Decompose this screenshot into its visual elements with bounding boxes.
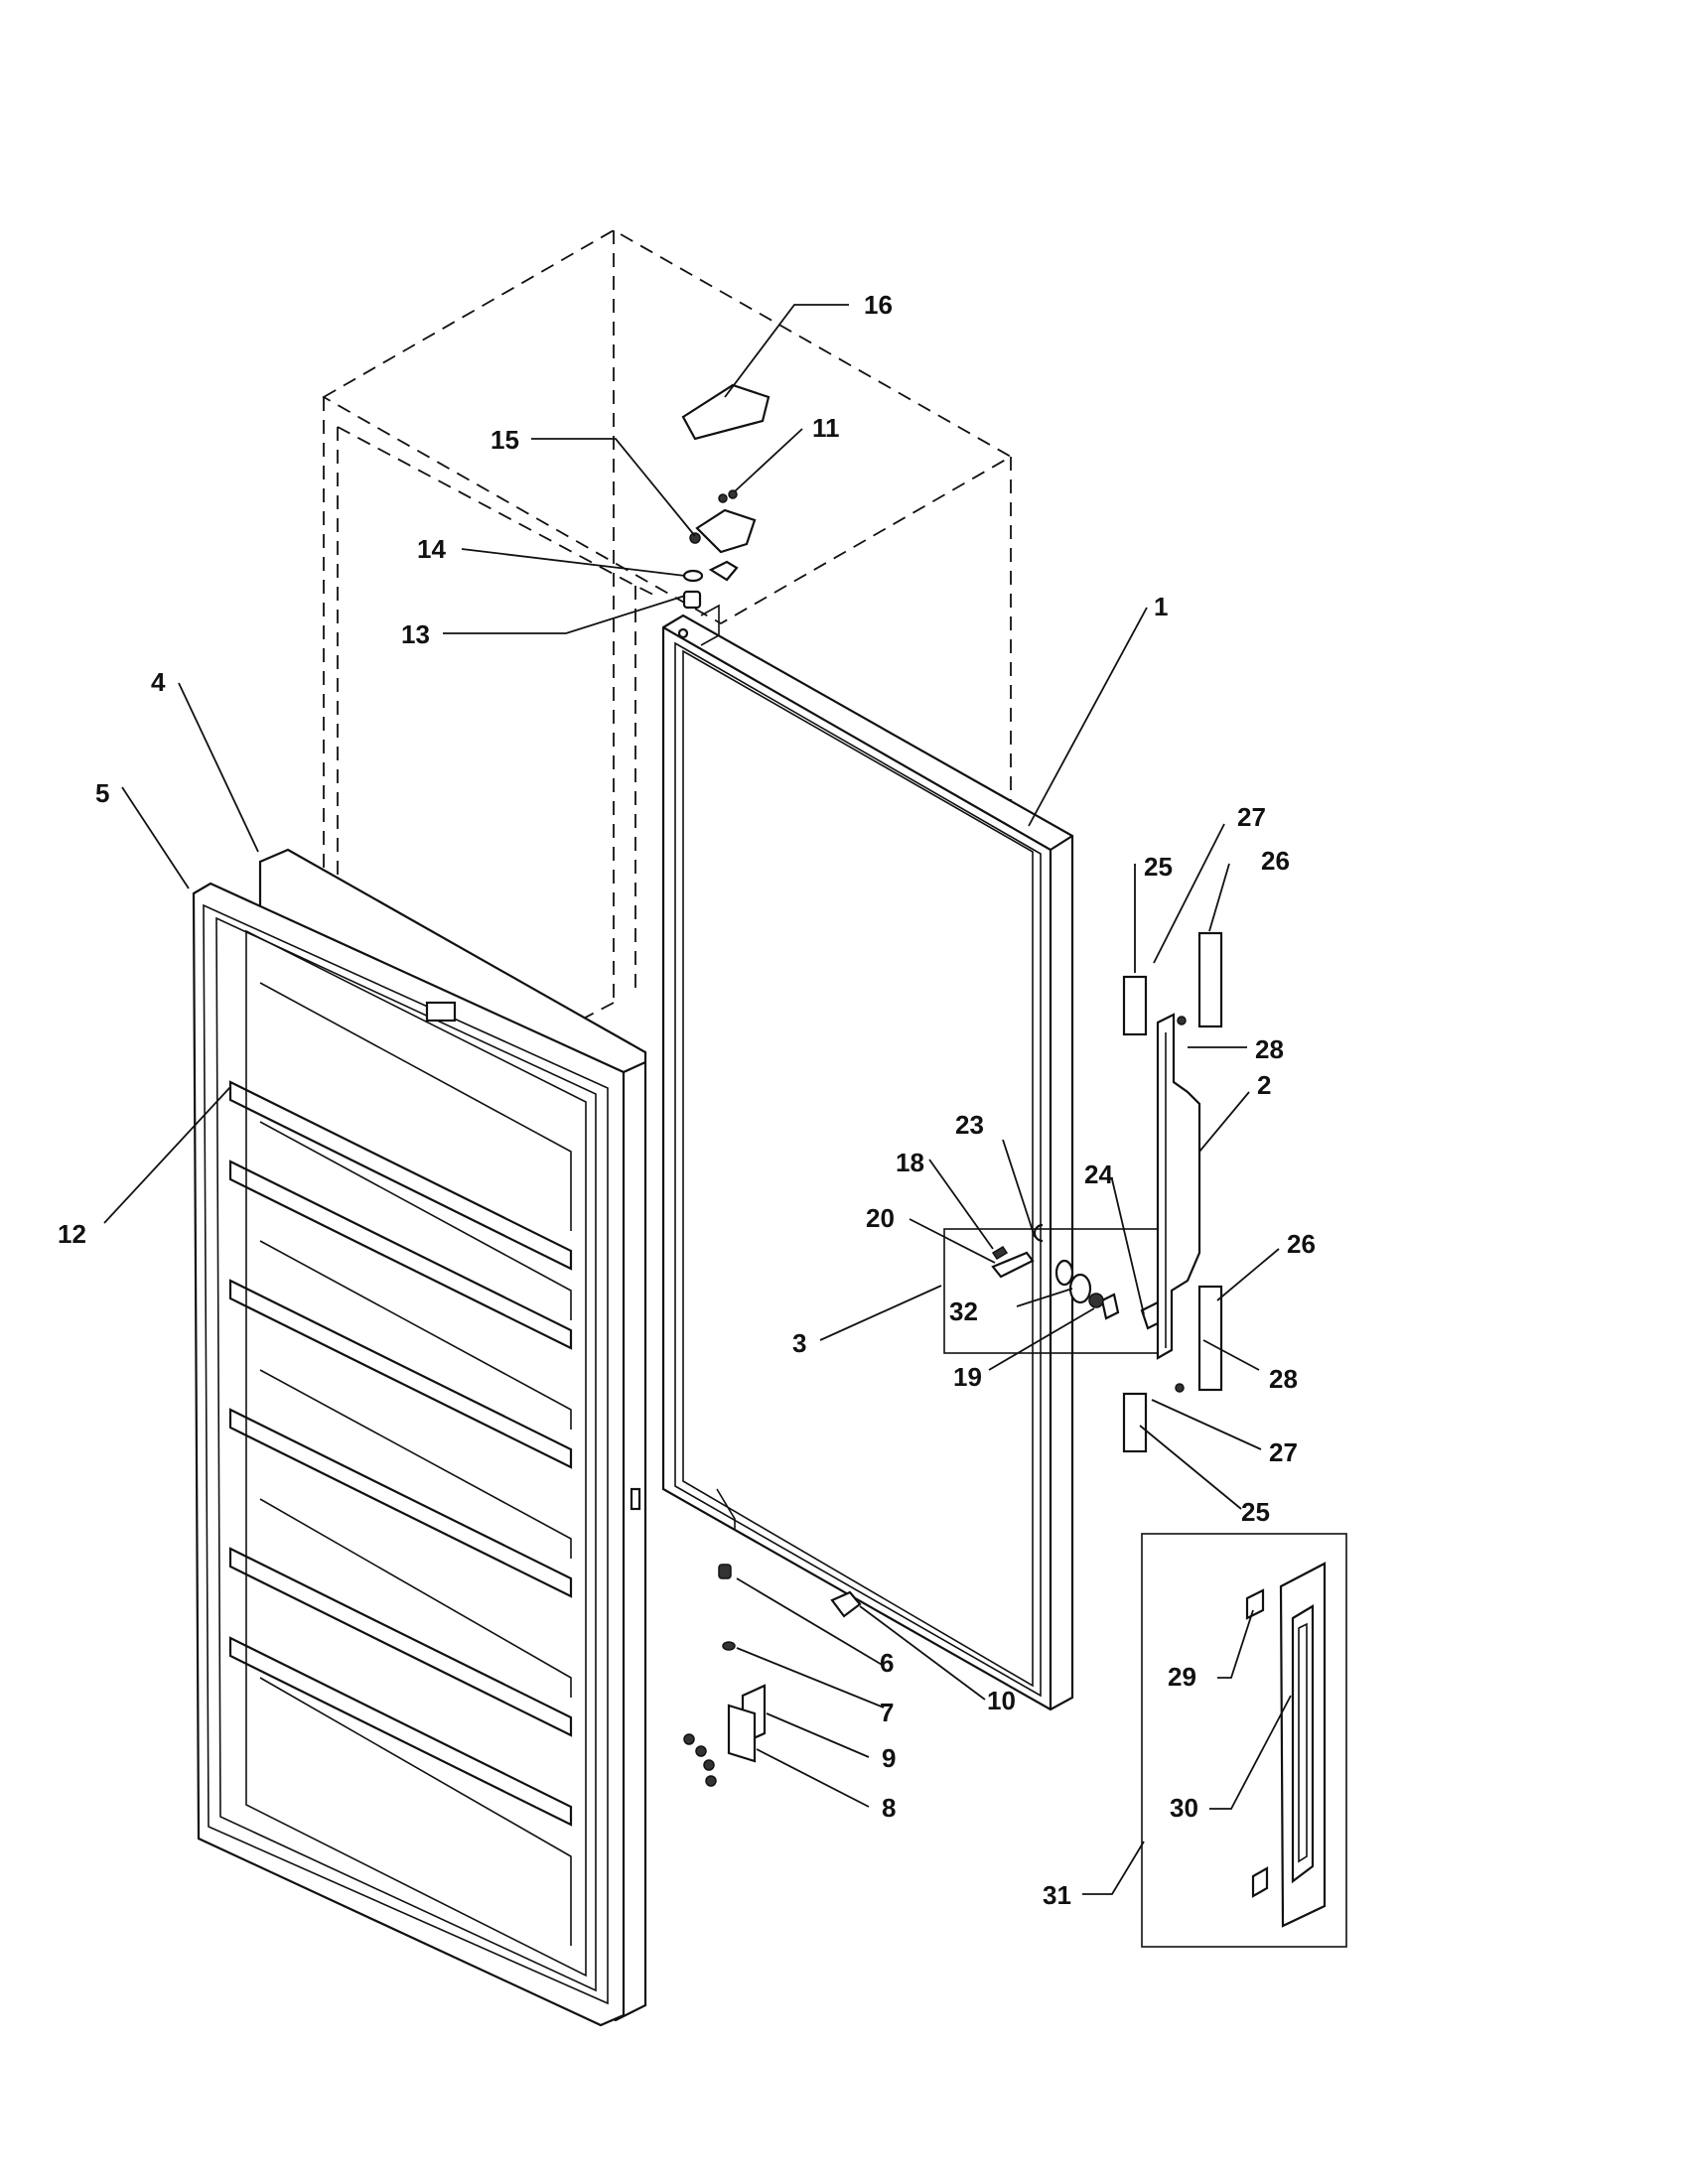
callout-6: 6 [880, 1648, 894, 1678]
top-hinge-parts [681, 383, 771, 610]
door-shelves [228, 982, 573, 1946]
callout-28-top: 28 [1255, 1034, 1284, 1064]
callout-19: 19 [953, 1362, 982, 1392]
door-assembly [192, 848, 647, 2027]
callout-3: 3 [792, 1328, 806, 1358]
callout-32: 32 [949, 1297, 978, 1326]
callout-12: 12 [58, 1219, 86, 1249]
callout-25-top: 25 [1144, 852, 1173, 882]
top-hinge [695, 508, 757, 554]
callout-18: 18 [896, 1148, 924, 1177]
callout-24: 24 [1084, 1160, 1113, 1189]
callout-5: 5 [95, 778, 109, 808]
callout-25-bottom: 25 [1241, 1497, 1270, 1527]
callout-28-bottom: 28 [1269, 1364, 1298, 1394]
callout-14: 14 [417, 534, 446, 564]
callout-26-bottom: 26 [1287, 1229, 1316, 1259]
callout-2: 2 [1257, 1070, 1271, 1100]
callout-9: 9 [882, 1743, 896, 1773]
leader-lines [103, 304, 1292, 1895]
callout-15: 15 [491, 425, 519, 455]
callout-23: 23 [955, 1110, 984, 1140]
callout-7: 7 [880, 1698, 894, 1727]
bottom-hinge-parts [683, 1564, 862, 1787]
callout-31: 31 [1043, 1880, 1071, 1910]
callout-30: 30 [1170, 1793, 1198, 1823]
callout-13: 13 [401, 619, 430, 649]
alternate-handle-kit [1141, 1533, 1347, 1948]
callout-8: 8 [882, 1793, 896, 1823]
callout-10: 10 [987, 1686, 1016, 1715]
callout-11: 11 [812, 413, 840, 443]
latch-assembly [943, 1223, 1166, 1354]
door-liner [661, 604, 1074, 1711]
hinge-cover [681, 383, 771, 441]
callout-27-top: 27 [1237, 802, 1266, 832]
callout-16: 16 [864, 290, 893, 320]
callout-labels: 1 2 3 4 5 6 7 8 9 10 11 12 13 14 15 16 1… [58, 290, 1316, 1910]
callout-29: 29 [1168, 1662, 1196, 1692]
callout-4: 4 [151, 667, 166, 697]
callout-26-top: 26 [1261, 846, 1290, 876]
callout-20: 20 [866, 1203, 895, 1233]
door-handle [1122, 931, 1223, 1453]
callout-27-bottom: 27 [1269, 1437, 1298, 1467]
callout-1: 1 [1154, 592, 1168, 621]
